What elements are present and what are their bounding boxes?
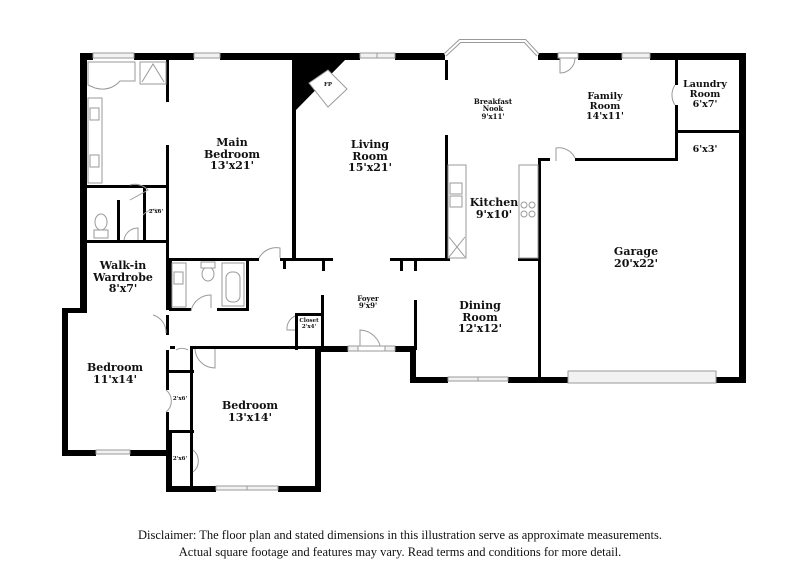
room-dimensions: 12'x12' bbox=[458, 322, 502, 336]
room-dimensions: 2'x6' bbox=[148, 209, 164, 215]
room-dimensions: 2'x4' bbox=[301, 323, 317, 330]
disclaimer-line-1: Disclaimer: The floor plan and stated di… bbox=[138, 528, 662, 542]
doors bbox=[123, 52, 676, 473]
room-name: Room bbox=[589, 100, 621, 112]
room-name: Room bbox=[462, 310, 498, 324]
exterior-walls bbox=[62, 53, 746, 492]
windows bbox=[92, 39, 717, 491]
room-label-kitchen: Kitchen 9'x10' bbox=[470, 197, 519, 220]
room-dimensions: 20'x22' bbox=[614, 256, 658, 270]
room-dimensions: 6'x3' bbox=[692, 144, 718, 155]
room-dimensions: 11'x14' bbox=[93, 372, 137, 386]
fireplace-label: FP bbox=[323, 82, 333, 89]
fixtures bbox=[87, 61, 539, 308]
room-dimensions: 13'x21' bbox=[210, 159, 254, 173]
room-name: Living bbox=[350, 138, 390, 151]
room-dimensions: 2'x6' bbox=[172, 396, 188, 402]
room-name: Family bbox=[587, 91, 623, 102]
room-name: Bedroom bbox=[203, 147, 261, 161]
room-name: Dining bbox=[459, 299, 501, 312]
interior-walls bbox=[80, 60, 739, 492]
room-dimensions: 9'x11' bbox=[481, 111, 505, 121]
room-name: Foyer bbox=[357, 294, 379, 303]
room-label-closet-main: 2'x6' bbox=[148, 209, 164, 216]
room-label-bedroom-2: Bedroom 11'x14' bbox=[87, 362, 143, 385]
room-name: Garage bbox=[613, 245, 659, 258]
room-dimensions: 15'x21' bbox=[348, 161, 392, 175]
room-name: Walk-in bbox=[99, 259, 147, 272]
fireplace-text: FP bbox=[323, 82, 333, 88]
room-label-bedroom-3: Bedroom 13'x14' bbox=[222, 400, 278, 423]
disclaimer-line-2: Actual square footage and features may v… bbox=[178, 544, 622, 559]
room-label-closet-bed2: 2'x6' bbox=[172, 396, 188, 403]
room-label-main-bedroom: Main Bedroom 13'x21' bbox=[204, 137, 260, 172]
room-name: Wardrobe bbox=[93, 270, 153, 284]
room-dimensions: 6'x7' bbox=[692, 98, 718, 110]
room-dimensions: 13'x14' bbox=[228, 410, 272, 424]
room-label-laundry-room: Laundry Room 6'x7' bbox=[683, 80, 727, 110]
room-dimensions: 2'x6' bbox=[172, 456, 188, 462]
room-name: Nook bbox=[482, 104, 504, 114]
room-name: Room bbox=[689, 88, 721, 100]
room-name: Breakfast bbox=[473, 97, 513, 106]
disclaimer: Disclaimer: The floor plan and stated di… bbox=[0, 527, 800, 561]
room-name: Bedroom bbox=[221, 399, 279, 412]
room-dimensions: 9'x9' bbox=[358, 301, 378, 311]
room-name: Closet bbox=[299, 318, 319, 324]
room-label-dining-room: Dining Room 12'x12' bbox=[458, 300, 502, 335]
room-dimensions: 14'x11' bbox=[586, 110, 624, 122]
room-label-walk-in-wardrobe: Walk-in Wardrobe 8'x7' bbox=[93, 260, 153, 295]
room-label-storage: 6'x3' bbox=[693, 145, 718, 155]
room-name: Kitchen bbox=[469, 196, 519, 209]
room-name: Main bbox=[216, 136, 248, 149]
room-name: Bedroom bbox=[86, 361, 144, 374]
room-label-foyer: Foyer 9'x9' bbox=[357, 295, 378, 310]
room-label-garage: Garage 20'x22' bbox=[614, 246, 658, 269]
room-label-family-room: Family Room 14'x11' bbox=[586, 92, 624, 122]
room-label-living-room: Living Room 15'x21' bbox=[348, 139, 392, 174]
room-name: Laundry bbox=[683, 79, 727, 90]
room-label-breakfast-nook: Breakfast Nook 9'x11' bbox=[474, 98, 512, 120]
room-dimensions: 8'x7' bbox=[108, 282, 138, 296]
room-name: Room bbox=[352, 149, 388, 163]
room-label-closet-foyer: Closet 2'x4' bbox=[299, 318, 319, 331]
room-dimensions: 9'x10' bbox=[475, 207, 513, 221]
room-label-closet-bed3: 2'x6' bbox=[172, 456, 188, 463]
